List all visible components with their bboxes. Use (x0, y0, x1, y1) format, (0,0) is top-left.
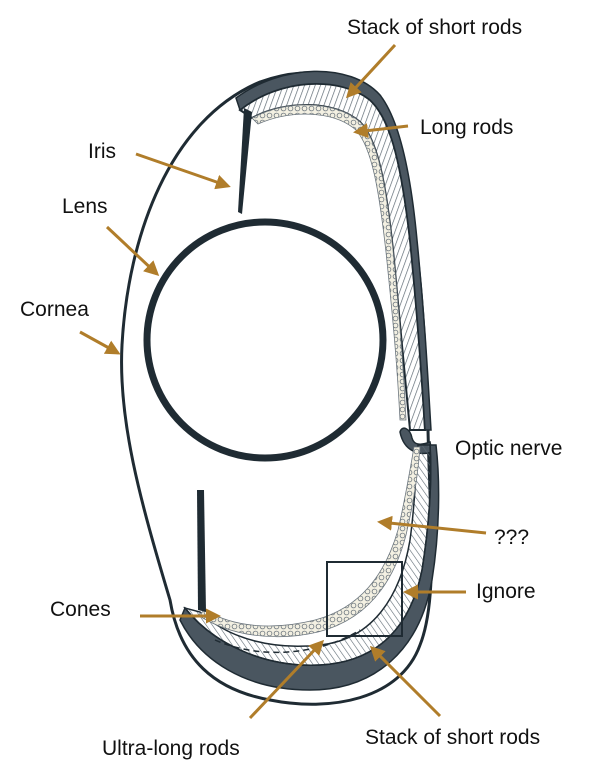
lens (143, 218, 387, 462)
label-long-rods: Long rods (420, 116, 513, 139)
label-optic-nerve: Optic nerve (455, 437, 562, 460)
label-iris: Iris (88, 140, 116, 163)
arrow-unknown (377, 515, 487, 535)
label-lens: Lens (62, 195, 108, 218)
ignore-box (326, 561, 403, 637)
arrows (79, 43, 487, 720)
upper-outer-layer (235, 70, 432, 431)
arrow-stack-short-rods-bottom (369, 645, 442, 718)
iris-lower (197, 490, 206, 612)
label-unknown: ??? (494, 526, 529, 549)
arrow-iris (135, 152, 231, 190)
label-ultra-long-rods: Ultra-long rods (102, 737, 240, 760)
arrow-stack-short-rods-top (345, 43, 397, 99)
iris-upper (238, 108, 252, 214)
label-stack-short-rods-bottom: Stack of short rods (365, 726, 540, 749)
arrow-lens (105, 225, 160, 277)
arrow-long-rods (353, 123, 409, 139)
label-cornea: Cornea (20, 298, 89, 321)
label-stack-short-rods-top: Stack of short rods (347, 16, 522, 39)
arrow-ultra-long-rods (248, 639, 325, 720)
label-cones: Cones (50, 598, 111, 621)
arrow-cornea (79, 330, 121, 355)
ultra-long-rods-line (214, 629, 361, 654)
label-ignore: Ignore (476, 580, 536, 603)
